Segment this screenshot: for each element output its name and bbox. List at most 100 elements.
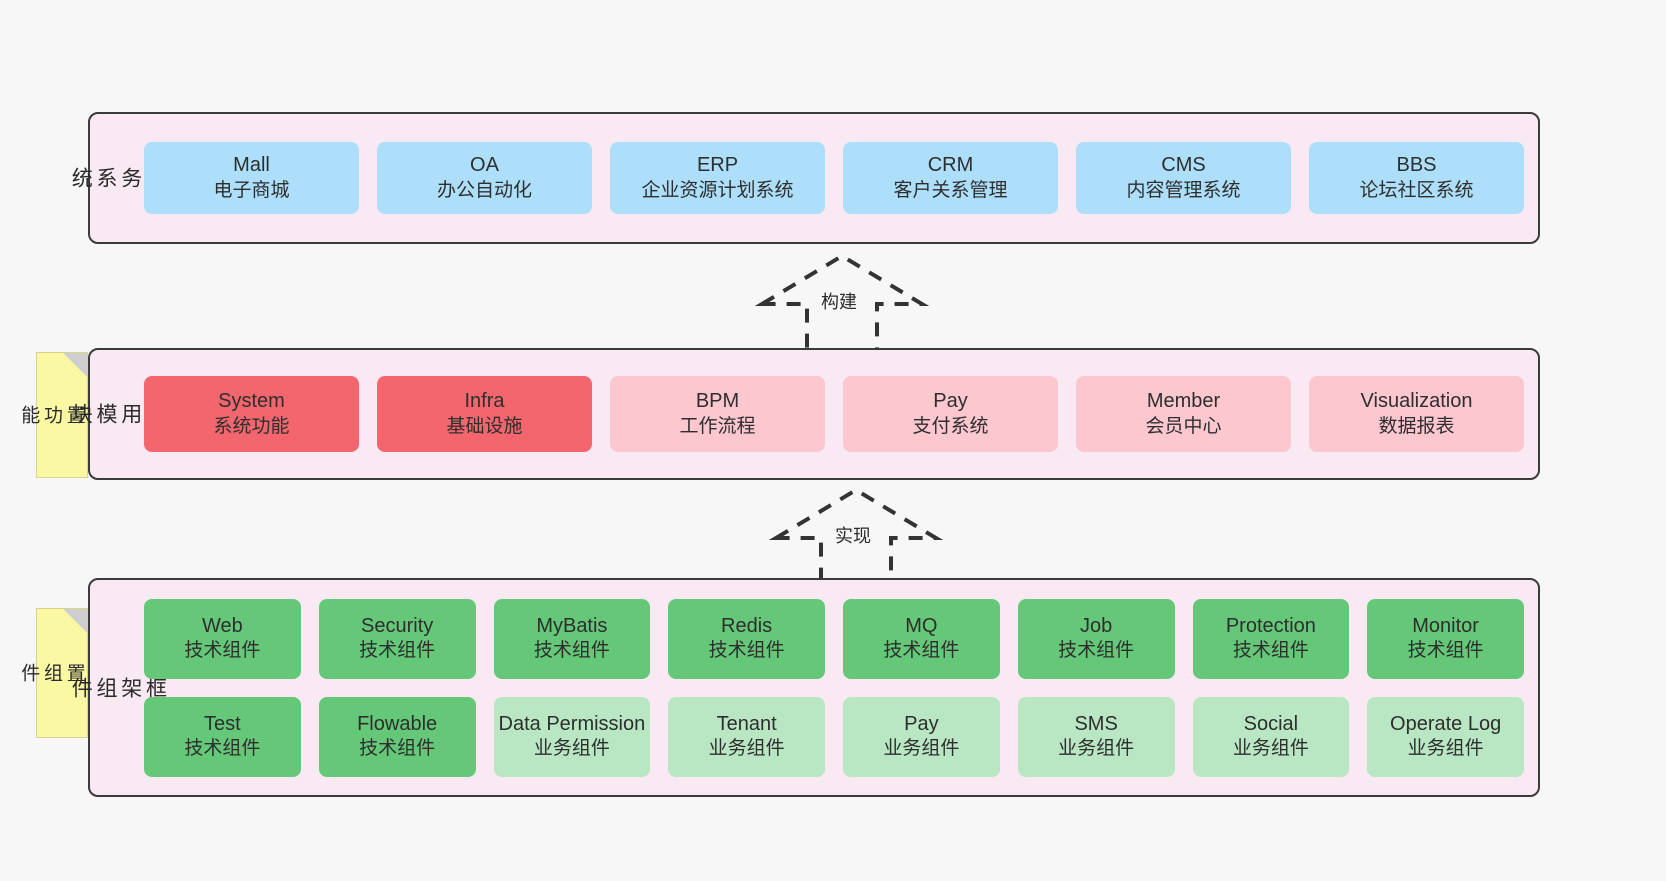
cell-desc: 业务组件 xyxy=(1058,738,1135,760)
cell-desc: 业务组件 xyxy=(708,738,785,760)
common-cell-visualization[interactable]: Visualization 数据报表 xyxy=(1309,376,1524,452)
cell-name: MQ xyxy=(905,614,938,637)
cell-name: Web xyxy=(201,614,243,637)
cell-desc: 技术组件 xyxy=(1232,640,1309,662)
cell-desc: 论坛社区系统 xyxy=(1359,179,1474,201)
arrow-label-build: 构建 xyxy=(818,288,860,314)
cell-name: BBS xyxy=(1396,154,1437,177)
cell-desc: 技术组件 xyxy=(883,640,960,662)
business-cell-mall[interactable]: Mall 电子商城 xyxy=(144,142,359,214)
cell-name: Job xyxy=(1080,614,1113,637)
layer-business-title: 业 务 系 统 xyxy=(69,167,166,189)
cell-name: CMS xyxy=(1161,154,1206,177)
business-cell-bbs[interactable]: BBS 论坛社区系统 xyxy=(1309,142,1524,214)
layer-business-systems: 业 务 系 统 Mall 电子商城 OA 办公自动化 ERP 企业资源计划系统 … xyxy=(69,112,1540,244)
business-cell-crm[interactable]: CRM 客户关系管理 xyxy=(843,142,1058,214)
framework-cell-sms[interactable]: SMS 业务组件 xyxy=(1017,696,1175,777)
framework-cell-security[interactable]: Security 技术组件 xyxy=(318,598,476,679)
framework-cell-mq[interactable]: MQ 技术组件 xyxy=(843,598,1000,679)
cell-name: Security xyxy=(361,614,434,637)
cell-desc: 技术组件 xyxy=(533,640,610,662)
cell-desc: 技术组件 xyxy=(184,640,261,662)
cell-name: Flowable xyxy=(357,712,438,735)
cell-name: Protection xyxy=(1225,614,1316,637)
cell-name: Tenant xyxy=(716,712,777,735)
cell-name: Mall xyxy=(233,154,270,177)
framework-cell-data-permission[interactable]: Data Permission 业务组件 xyxy=(493,696,651,777)
cell-desc: 技术组件 xyxy=(1058,640,1135,662)
framework-cell-test[interactable]: Test 技术组件 xyxy=(144,696,301,777)
cell-name: SMS xyxy=(1074,712,1118,735)
layer-common-body: System 系统功能 Infra 基础设施 BPM 工作流程 Pay 支付系统… xyxy=(144,350,1538,478)
business-cell-erp[interactable]: ERP 企业资源计划系统 xyxy=(610,142,825,214)
business-cell-cms[interactable]: CMS 内容管理系统 xyxy=(1076,142,1291,214)
cell-desc: 技术组件 xyxy=(1407,640,1484,662)
business-row: Mall 电子商城 OA 办公自动化 ERP 企业资源计划系统 CRM 客户关系… xyxy=(144,142,1524,214)
framework-row-business: Test 技术组件 Flowable 技术组件 Data Permission … xyxy=(144,696,1524,777)
layer-common-title: 通 用 模 块 xyxy=(69,403,166,425)
cell-desc: 业务组件 xyxy=(533,738,610,760)
cell-desc: 会员中心 xyxy=(1145,415,1222,437)
cell-name: CRM xyxy=(927,154,974,177)
cell-desc: 技术组件 xyxy=(359,738,436,760)
cell-name: Social xyxy=(1243,712,1299,735)
cell-name: Monitor xyxy=(1412,614,1479,637)
cell-name: Member xyxy=(1146,390,1221,413)
framework-cell-monitor[interactable]: Monitor 技术组件 xyxy=(1367,598,1524,679)
layer-common-modules: 通 用 模 块 System 系统功能 Infra 基础设施 BPM 工作流程 … xyxy=(69,348,1540,480)
layer-framework-title: 框 架 组 件 xyxy=(69,676,167,699)
framework-cell-job[interactable]: Job 技术组件 xyxy=(1017,598,1175,679)
framework-cell-redis[interactable]: Redis 技术组件 xyxy=(668,598,825,679)
framework-cell-mybatis[interactable]: MyBatis 技术组件 xyxy=(493,598,651,679)
cell-desc: 工作流程 xyxy=(679,415,756,437)
cell-name: Data Permission xyxy=(498,712,646,735)
common-cell-member[interactable]: Member 会员中心 xyxy=(1076,376,1291,452)
cell-desc: 电子商城 xyxy=(213,179,290,201)
cell-desc: 基础设施 xyxy=(446,415,523,437)
cell-name: Test xyxy=(204,712,241,735)
cell-name: Operate Log xyxy=(1390,712,1502,735)
common-cell-pay[interactable]: Pay 支付系统 xyxy=(843,376,1058,452)
generalization-arrow-build: 构建 xyxy=(752,252,932,352)
cell-desc: 企业资源计划系统 xyxy=(641,179,794,201)
cell-name: BPM xyxy=(695,390,740,413)
framework-cell-protection[interactable]: Protection 技术组件 xyxy=(1192,598,1350,679)
framework-cell-pay[interactable]: Pay 业务组件 xyxy=(843,696,1000,777)
dashed-hollow-arrow-icon xyxy=(768,487,944,586)
layer-framework-components: 框 架 组 件 Web 技术组件 Security 技术组件 MyBatis 技… xyxy=(69,578,1540,797)
cell-desc: 系统功能 xyxy=(213,415,290,437)
cell-name: Visualization xyxy=(1360,390,1473,413)
cell-desc: 技术组件 xyxy=(359,640,436,662)
cell-desc: 业务组件 xyxy=(1232,738,1309,760)
cell-name: System xyxy=(218,390,285,413)
generalization-arrow-implement: 实现 xyxy=(766,486,946,586)
common-cell-system[interactable]: System 系统功能 xyxy=(144,376,359,452)
common-row: System 系统功能 Infra 基础设施 BPM 工作流程 Pay 支付系统… xyxy=(144,376,1524,452)
dashed-hollow-arrow-icon xyxy=(754,253,930,352)
cell-desc: 办公自动化 xyxy=(436,179,532,201)
cell-name: Pay xyxy=(904,712,939,735)
cell-desc: 客户关系管理 xyxy=(893,179,1008,201)
cell-desc: 业务组件 xyxy=(1407,738,1484,760)
framework-cell-social[interactable]: Social 业务组件 xyxy=(1192,696,1350,777)
cell-desc: 技术组件 xyxy=(708,640,785,662)
cell-desc: 内容管理系统 xyxy=(1126,179,1241,201)
common-cell-bpm[interactable]: BPM 工作流程 xyxy=(610,376,825,452)
cell-name: OA xyxy=(470,154,499,177)
cell-name: MyBatis xyxy=(536,614,608,637)
cell-name: Infra xyxy=(464,390,505,413)
framework-cell-web[interactable]: Web 技术组件 xyxy=(144,598,301,679)
note-builtin-components: 内 置 组 件 xyxy=(18,608,108,738)
cell-name: ERP xyxy=(696,154,739,177)
framework-cell-flowable[interactable]: Flowable 技术组件 xyxy=(318,696,476,777)
common-cell-infra[interactable]: Infra 基础设施 xyxy=(377,376,592,452)
note-builtin-features: 内 置 功 能 xyxy=(18,352,108,478)
cell-desc: 数据报表 xyxy=(1378,415,1455,437)
cell-desc: 支付系统 xyxy=(912,415,989,437)
cell-desc: 业务组件 xyxy=(883,738,960,760)
layer-framework-body: Web 技术组件 Security 技术组件 MyBatis 技术组件 Redi… xyxy=(144,580,1538,795)
framework-cell-tenant[interactable]: Tenant 业务组件 xyxy=(668,696,825,777)
business-cell-oa[interactable]: OA 办公自动化 xyxy=(377,142,592,214)
framework-cell-operate-log[interactable]: Operate Log 业务组件 xyxy=(1367,696,1524,777)
